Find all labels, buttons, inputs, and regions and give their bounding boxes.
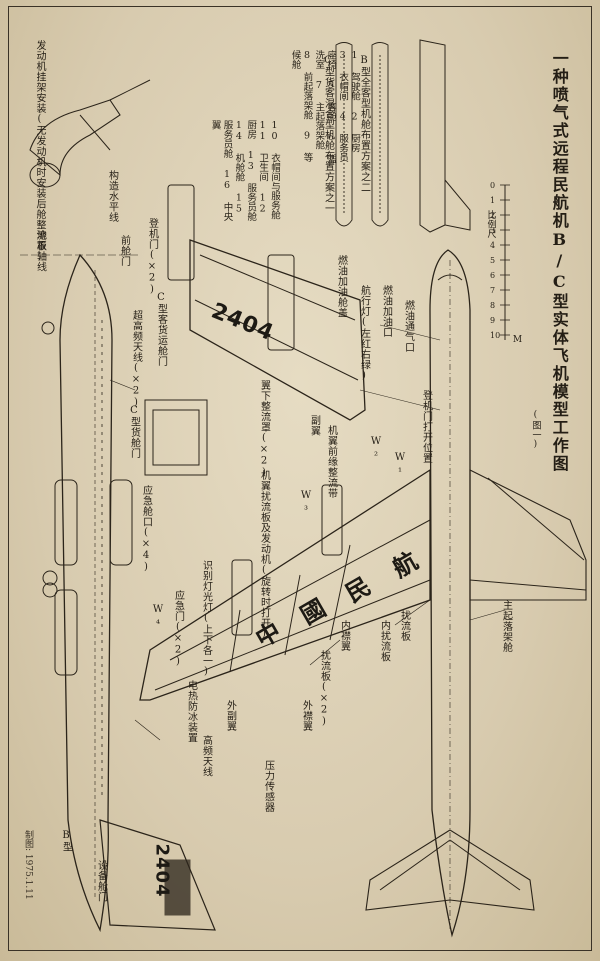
label-fuel-vent: 燃油通气口 (402, 300, 414, 353)
side-view-aircraft (20, 253, 216, 933)
label-de-ice: 电热防冰装置 (185, 680, 197, 743)
label-inner-spoiler: 内扰流板 (378, 620, 390, 662)
scale-tick-label: 4 (490, 241, 496, 250)
label-vhf: 识别灯光灯(上下各一) (200, 560, 212, 678)
sheet-title-suffix: (图一) (530, 410, 541, 450)
label-cargo-aft: 设备舱门 (95, 860, 107, 902)
cabin-layout-b (371, 42, 389, 227)
label-flap-track: 翼下整流罩(×2) (258, 380, 270, 479)
scale-label: 比例尺 (485, 210, 496, 239)
label-rear-door: 应急门(×2) (172, 590, 184, 668)
label-door-front: 登机门(×2) (146, 218, 158, 296)
legend-item: 6 盥洗室 (313, 50, 337, 164)
small-side-view (419, 39, 471, 233)
scale-tick-label: 3 (490, 226, 496, 235)
label-emergency-exit: 超高频天线(×2) (130, 310, 142, 409)
label-engine-note: 发动机挂架安装(无发动机时安装后舱整流罩) (34, 40, 45, 263)
legend-item: 13 服务员舱 (245, 150, 257, 221)
label-fuel-door: 燃油加油舱盖 (335, 255, 347, 318)
legend-item: 11 卫生间 (257, 120, 269, 182)
label-b-type: B型 (60, 830, 72, 852)
scale-bar (500, 184, 510, 340)
legend-left: 1 驾驶舱 2 厨房 3 衣帽间 4 服务员座椅 5 客舱 6 盥洗室 7 主起… (275, 50, 360, 165)
cabin-layout-c (335, 42, 353, 227)
label-aileron: 副翼 (308, 415, 320, 436)
label-spoiler: 扰流板(×2) (318, 650, 330, 728)
legend-item: 15 服务员舱 (221, 120, 245, 215)
legend-item: 12 厨房 (245, 120, 269, 215)
top-view-aircraft (139, 249, 587, 938)
label-struct-line: 构造水平线 (106, 170, 118, 223)
engine-pod-sketch (29, 79, 151, 188)
label-nav-light: 航行灯(左红右绿) (358, 285, 370, 382)
scale-tick-label: 2 (490, 211, 496, 220)
label-antenna: 高频天线 (200, 735, 212, 777)
legend-item: 2 厨房 (349, 111, 360, 153)
legend-item: 3 衣帽间 (337, 50, 349, 101)
label-cargo-door: C型货舱门 (128, 405, 140, 459)
sheet-border (8, 6, 592, 951)
legend-item: 4 服务员座椅 (325, 50, 349, 162)
label-w1: W₁ (394, 452, 406, 475)
label-hatch-crew: 前舱门 (118, 235, 130, 267)
label-emergency-door: 应急舱口(×4) (140, 485, 152, 573)
legend-right: 10 衣帽间与服务舱 11 卫生间 12 厨房 13 服务员舱 14 机舱舱 1… (200, 120, 280, 230)
scale-tick-label: 9 (490, 316, 496, 325)
scale-tick-label: 5 (490, 256, 496, 265)
label-w4: W₄ (152, 604, 164, 627)
label-inner-flap: 内襟翼 (338, 620, 350, 652)
scale-tick-label: 8 (490, 301, 496, 310)
legend-item: 14 机舱舱 (233, 120, 245, 182)
label-slot-ail: 扰流板 (398, 610, 410, 642)
wing-detail-upper (167, 184, 366, 421)
sheet-title: 一种喷气式远程民航机B/C型实体飞机模型工作图 (549, 50, 569, 473)
layout-title-c: C型货客混合型机舱布置方案之一 (322, 55, 334, 214)
scale-tick-label: 10 (490, 331, 501, 340)
legend-item: 16 中央翼 (209, 120, 233, 221)
legend-item: 9 等候舱 (289, 50, 313, 162)
label-ground-line: 地板轴线 (34, 230, 46, 272)
label-landing-light: 登机门打开位置 (420, 390, 432, 464)
legend-item: 10 衣帽间与服务舱 (269, 120, 280, 220)
label-w2: W₂ (370, 436, 382, 459)
scale-unit: M (512, 335, 523, 346)
label-gear-door: 机翼扰流板及发动机(旋转时打开) (258, 470, 270, 640)
signature-date: 制图: 1975.1.11 (23, 830, 33, 900)
label-w3: W₃ (300, 490, 312, 513)
legend-item: 1 驾驶舱 (349, 50, 360, 101)
scale-tick-label: 7 (490, 286, 496, 295)
legend-item: 8 前起落架舱 (301, 50, 313, 120)
label-outer-aileron: 外副翼 (224, 700, 236, 732)
tail-registration: 2404 (151, 843, 173, 898)
label-static-port: 压力传感器 (262, 760, 274, 813)
legend-item: 5 客舱 (325, 80, 337, 121)
label-fuel-vent-2: 机翼前缘整流带 (325, 425, 337, 499)
label-refuel: 燃油加油口 (380, 285, 392, 338)
label-door-c: C型客货运舱门 (155, 292, 167, 367)
scale-tick-label: 1 (490, 196, 496, 205)
legend-item: 7 主起落架舱 (313, 80, 325, 150)
scale-tick-label: 0 (490, 181, 496, 190)
scale-tick-label: 6 (490, 271, 496, 280)
layout-title-b: B型全客型机舱布置方案之二 (358, 55, 370, 193)
label-main-gear-bay: 主起落架舱 (500, 600, 512, 653)
label-outer-flap: 外襟翼 (300, 700, 312, 732)
